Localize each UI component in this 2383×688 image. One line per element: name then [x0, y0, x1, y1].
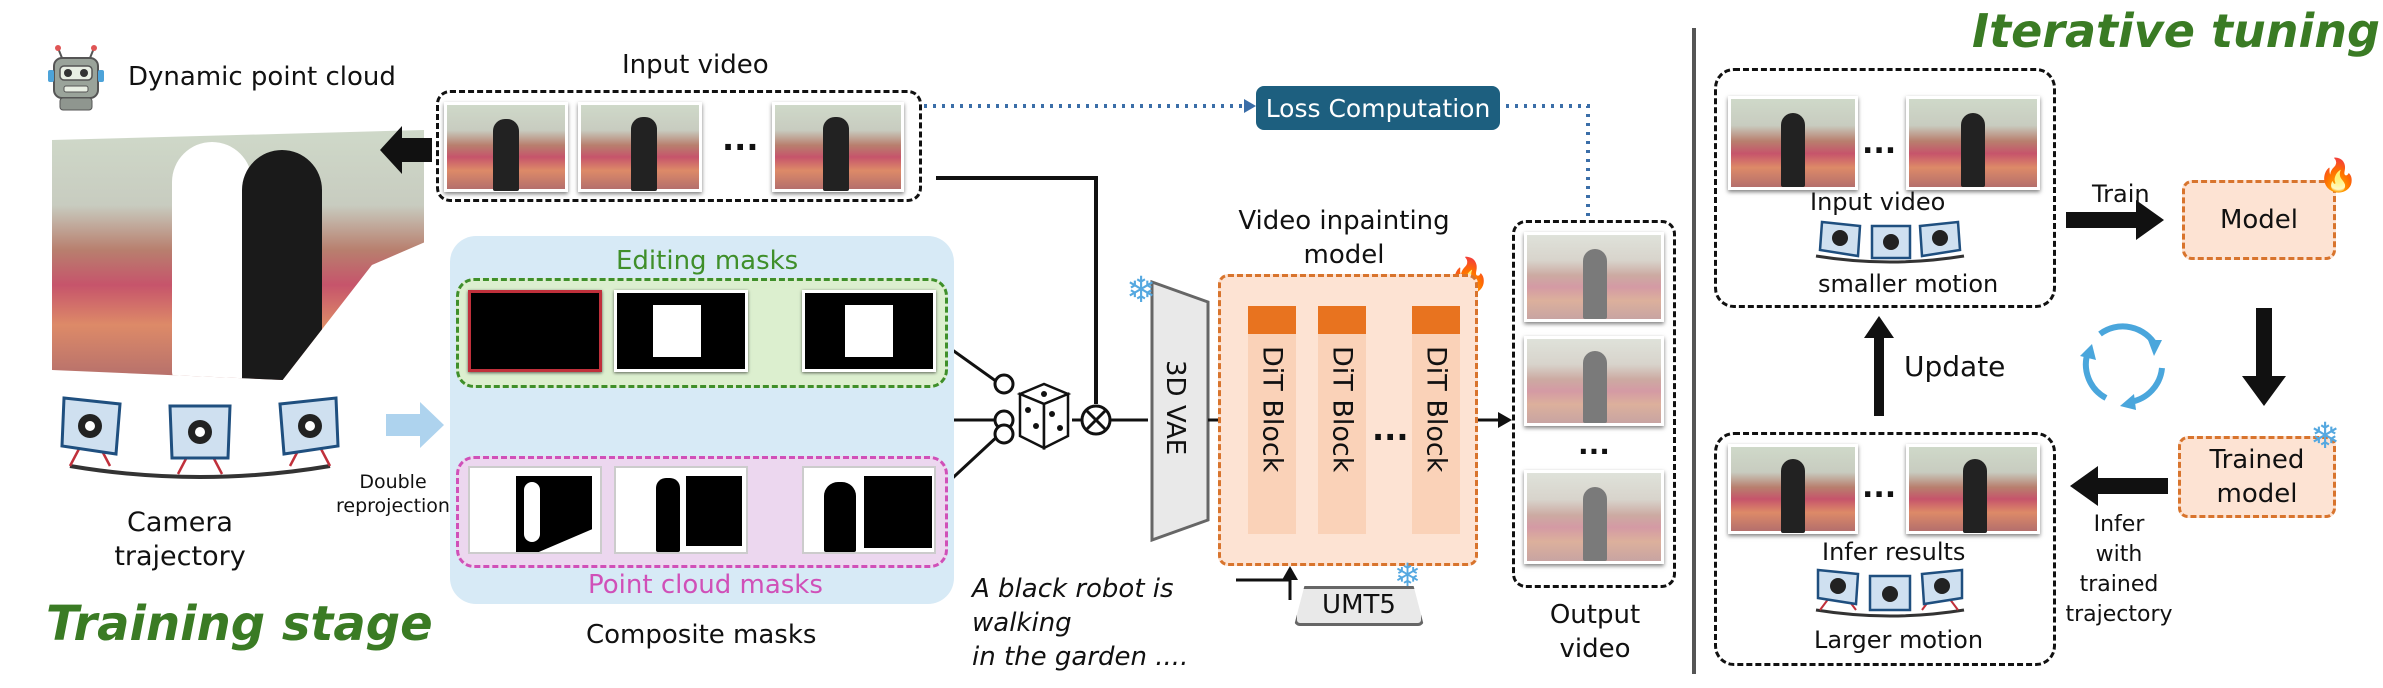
editing-mask-3 [802, 290, 936, 372]
camera-trajectory-label: Camera trajectory [114, 507, 246, 572]
smaller-motion-label: smaller motion [1818, 270, 1999, 298]
infer-with-trajectory-label: Infer with trained trajectory [2065, 512, 2173, 627]
dit-ellipsis: ... [1372, 410, 1409, 448]
dit-block-3: DiT Block [1412, 306, 1460, 534]
infer-frame-2 [1906, 444, 2040, 534]
dynamic-point-cloud-label: Dynamic point cloud [128, 62, 396, 92]
dit-block-2: DiT Block [1318, 306, 1366, 534]
editing-mask-1 [468, 290, 602, 372]
training-stage-title: Training stage [46, 596, 433, 652]
input-video-label: Input video [622, 50, 769, 80]
editing-masks-label: Editing masks [616, 246, 799, 276]
inpainting-model-label: Video inpainting model [1238, 206, 1450, 270]
black-left-arrow-icon [380, 126, 432, 178]
input-frame-1 [444, 102, 568, 192]
output-frame-1 [1524, 232, 1664, 322]
editing-mask-2 [614, 290, 748, 372]
umt5-snowflake-icon: ❄ [1394, 556, 1421, 594]
down-arrow-icon [2240, 308, 2288, 412]
larger-motion-label: Larger motion [1814, 626, 1984, 654]
infer-ellipsis: ... [1862, 470, 1897, 505]
point-cloud-mask-3 [802, 466, 936, 554]
trained-model-box: Trained model [2178, 436, 2336, 518]
dice-icon [1016, 382, 1072, 451]
tuning-input-ellipsis: ... [1862, 126, 1897, 161]
composite-masks-label: Composite masks [586, 620, 817, 650]
input-frame-2 [578, 102, 702, 192]
point-cloud-mask-1 [468, 466, 602, 554]
tuning-input-video-label: Input video [1810, 188, 1946, 216]
trained-model-snowflake-icon: ❄ [2310, 416, 2341, 457]
small-cameras-icon [1810, 216, 1970, 272]
up-arrow-icon [1864, 316, 1894, 420]
input-video-tuning-group [1714, 68, 2056, 308]
stage-divider [1692, 28, 1696, 674]
snowflake-icon: ❄ [1126, 270, 1157, 311]
vae-label: 3D VAE [1160, 360, 1190, 456]
point-cloud-image [52, 130, 424, 380]
point-cloud-masks-label: Point cloud masks [588, 570, 823, 600]
infer-results-label: Infer results [1822, 538, 1966, 566]
prompt-text: A black robot is walking in the garden .… [972, 574, 1189, 672]
camera-trajectory-graphic [50, 388, 350, 488]
train-arrow-icon [2066, 198, 2166, 246]
light-blue-arrow-icon [386, 400, 446, 454]
loss-computation-label: Loss Computation [1265, 94, 1491, 123]
input-video-group [436, 90, 922, 202]
large-cameras-icon [1810, 566, 1970, 626]
tuning-input-frame-1 [1728, 96, 1858, 190]
output-video-group [1512, 220, 1676, 588]
tuning-input-frame-2 [1906, 96, 2040, 190]
output-frame-3 [1524, 470, 1664, 564]
robot-icon [46, 44, 106, 112]
model-box: Model [2182, 180, 2336, 260]
iterative-tuning-title: Iterative tuning [1972, 4, 2380, 58]
input-frame-3 [772, 102, 904, 192]
infer-frame-1 [1728, 444, 1858, 534]
umt5-box [1294, 586, 1424, 626]
input-video-ellipsis: ... [722, 120, 759, 158]
loss-computation-box [1256, 86, 1500, 130]
dit-block-1: DiT Block [1248, 306, 1296, 534]
infer-arrow-icon [2068, 464, 2168, 512]
double-reprojection-label: Double reprojection [336, 471, 450, 517]
output-ellipsis: ... [1578, 428, 1610, 461]
model-fire-icon: 🔥 [2318, 156, 2358, 194]
point-cloud-mask-2 [614, 466, 748, 554]
output-frame-2 [1524, 336, 1664, 426]
umt5-label: UMT5 [1322, 590, 1396, 620]
output-video-label: Output video [1549, 600, 1641, 664]
update-label: Update [1904, 350, 2006, 383]
cycle-icon [2070, 310, 2180, 424]
infer-results-group [1714, 432, 2056, 666]
